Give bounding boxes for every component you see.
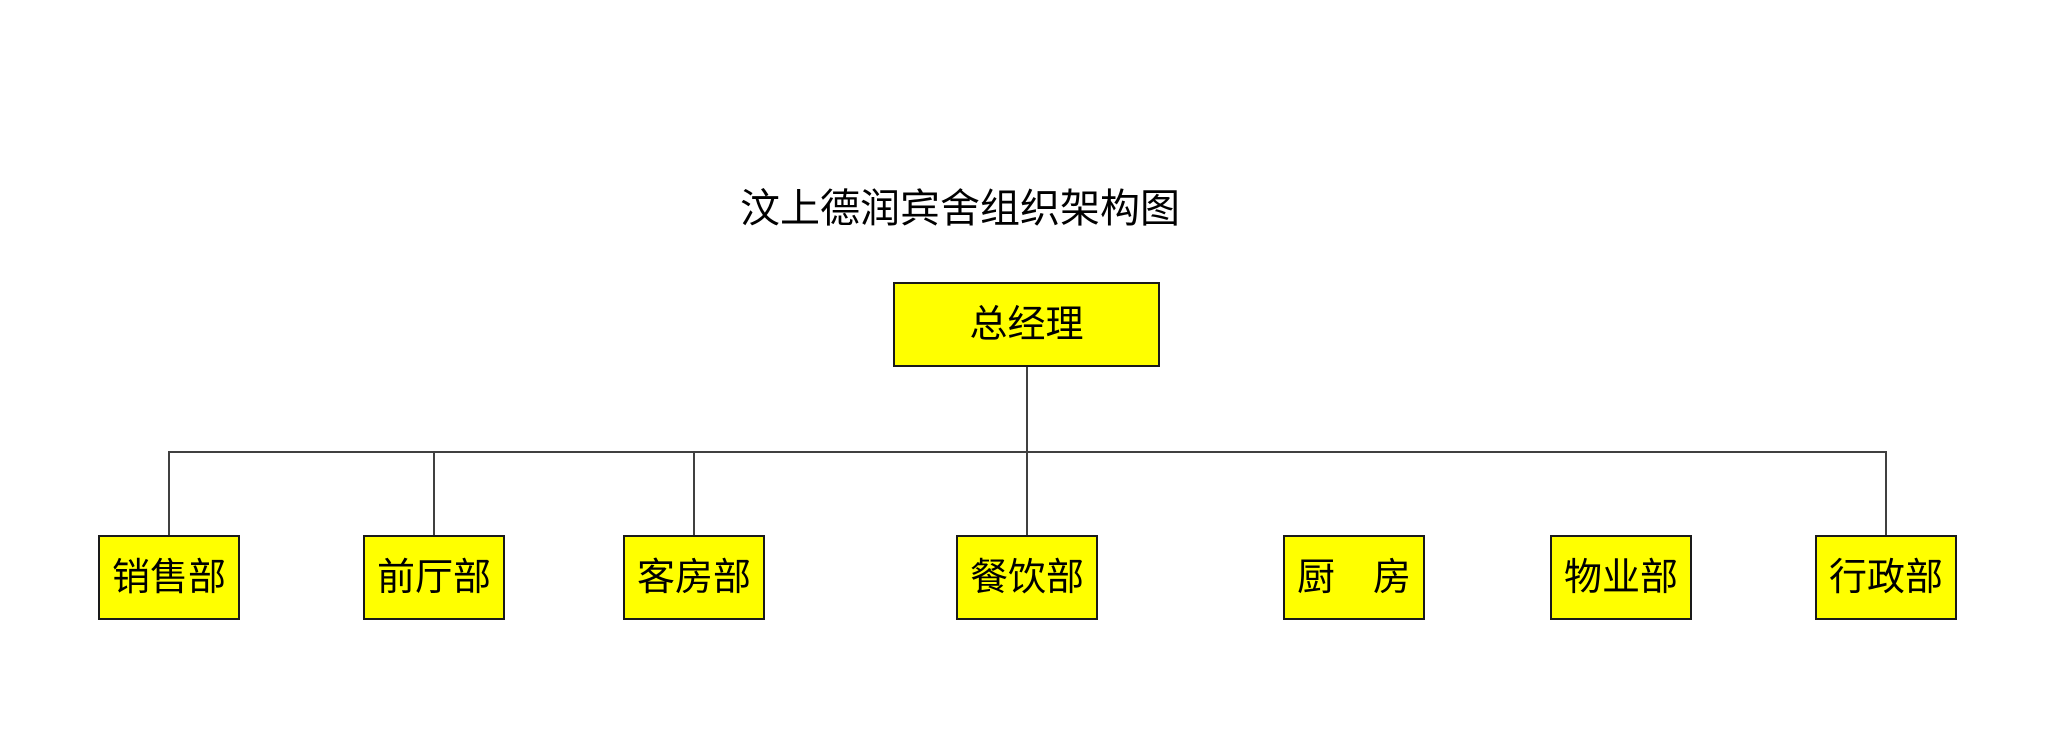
connector-drop-housekeeping [693, 451, 695, 536]
org-node-label: 行政部 [1828, 556, 1943, 599]
connector-drop-admin [1885, 451, 1887, 536]
org-node-housekeeping-dept: 客房部 [623, 535, 765, 620]
org-node-label: 前厅部 [376, 556, 491, 599]
connector-horizontal-rail [168, 451, 1887, 453]
org-node-sales-dept: 销售部 [98, 535, 240, 620]
org-node-label: 客房部 [636, 556, 751, 599]
org-node-food-beverage-dept: 餐饮部 [956, 535, 1098, 620]
org-node-label: 厨 房 [1296, 556, 1411, 599]
org-node-label: 销售部 [111, 556, 226, 599]
connector-drop-front-office [433, 451, 435, 536]
org-node-label: 总经理 [969, 303, 1084, 346]
org-node-general-manager: 总经理 [893, 282, 1160, 367]
org-node-label: 餐饮部 [969, 556, 1084, 599]
org-node-front-office-dept: 前厅部 [363, 535, 505, 620]
org-node-admin-dept: 行政部 [1815, 535, 1957, 620]
connector-drop-sales [168, 451, 170, 536]
org-node-kitchen: 厨 房 [1283, 535, 1425, 620]
org-node-label: 物业部 [1563, 556, 1678, 599]
org-node-property-dept: 物业部 [1550, 535, 1692, 620]
chart-title: 汶上德润宾舍组织架构图 [740, 186, 1180, 231]
